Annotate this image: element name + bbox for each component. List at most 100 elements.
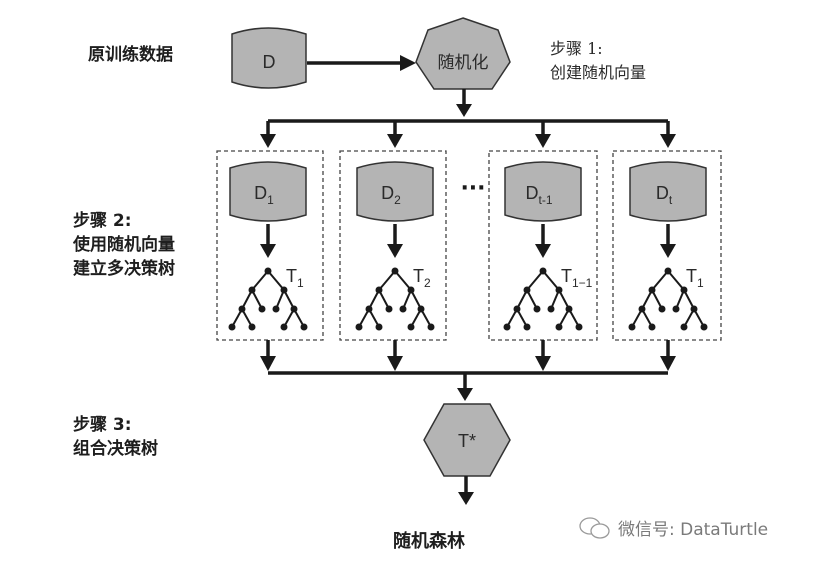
tree-edge bbox=[394, 270, 412, 291]
tree-node bbox=[523, 286, 531, 294]
decision-tree-icon bbox=[503, 267, 583, 331]
tree-edge bbox=[558, 289, 570, 310]
subset-data-sub: t bbox=[669, 193, 673, 207]
watermark: 微信号: DataTurtle bbox=[578, 515, 768, 540]
tree-node bbox=[672, 305, 680, 313]
arrowhead bbox=[660, 356, 676, 371]
subset-data-label: Dt-1 bbox=[525, 183, 552, 207]
tree-label: T1 bbox=[286, 266, 304, 290]
subset-data-node bbox=[356, 161, 434, 222]
decision-tree-icon bbox=[228, 267, 308, 331]
tree-node bbox=[427, 323, 435, 331]
subset-data-sub: t-1 bbox=[538, 193, 552, 207]
tree-node bbox=[523, 323, 531, 331]
tree-node bbox=[272, 305, 280, 313]
subset-data-sub: 1 bbox=[267, 193, 274, 207]
tree-edge bbox=[368, 289, 380, 310]
tree-edge bbox=[251, 289, 263, 310]
tree-node bbox=[700, 323, 708, 331]
tree-node bbox=[258, 305, 266, 313]
tree-node bbox=[385, 305, 393, 313]
tree-node bbox=[575, 323, 583, 331]
ellipsis: ··· bbox=[460, 176, 485, 201]
tree-edge bbox=[526, 289, 538, 310]
subset-data-label: D2 bbox=[381, 183, 401, 207]
tree-node bbox=[375, 323, 383, 331]
step3-desc: 组合决策树 bbox=[73, 439, 158, 459]
tree-node bbox=[248, 286, 256, 294]
decision-tree-icon bbox=[355, 267, 435, 331]
source-data-node: D bbox=[231, 27, 307, 89]
tree-label-base: T bbox=[561, 266, 572, 286]
source-data-label: 原训练数据 bbox=[88, 45, 173, 65]
tree-label-sub: 1−1 bbox=[572, 276, 593, 290]
tree-node bbox=[503, 323, 511, 331]
tree-node bbox=[638, 305, 646, 313]
subset-data-base: D bbox=[656, 183, 669, 203]
tree-edge bbox=[251, 270, 269, 291]
subset-column: Dt-1T1−1 bbox=[488, 121, 598, 371]
arrowhead bbox=[535, 134, 551, 148]
random-forest-label: 随机森林 bbox=[393, 531, 465, 552]
tree-label: T1−1 bbox=[561, 266, 593, 290]
subset-data-node bbox=[504, 161, 582, 222]
subset-data-label: Dt bbox=[656, 183, 673, 207]
tree-node bbox=[280, 286, 288, 294]
tree-edge bbox=[378, 270, 396, 291]
tree-edge bbox=[641, 289, 653, 310]
tree-label-sub: 1 bbox=[297, 276, 304, 290]
tree-label-base: T bbox=[686, 266, 697, 286]
tree-edge bbox=[651, 270, 669, 291]
arrowhead bbox=[387, 356, 403, 371]
subset-data-base: D bbox=[254, 183, 267, 203]
tree-edge bbox=[667, 270, 685, 291]
tree-edge bbox=[241, 289, 253, 310]
subset-box bbox=[216, 150, 324, 341]
tree-node bbox=[365, 305, 373, 313]
tree-label-base: T bbox=[286, 266, 297, 286]
randomize-text: 随机化 bbox=[438, 53, 489, 73]
step2-title: 步骤 2: bbox=[73, 211, 132, 231]
arrow-randomize-down bbox=[456, 89, 472, 117]
step1-title: 步骤 1: bbox=[550, 39, 603, 58]
subset-data-base: D bbox=[381, 183, 394, 203]
tree-node bbox=[547, 305, 555, 313]
tree-node bbox=[513, 305, 521, 313]
tree-node bbox=[533, 305, 541, 313]
tree-node bbox=[300, 323, 308, 331]
tree-node bbox=[248, 323, 256, 331]
subset-data-base: D bbox=[525, 183, 538, 203]
watermark-text: 微信号: DataTurtle bbox=[618, 520, 769, 540]
arrowhead bbox=[660, 244, 676, 258]
combined-tree-node: T* bbox=[423, 403, 511, 477]
subset-data-node bbox=[629, 161, 707, 222]
tree-node bbox=[407, 323, 415, 331]
tree-node bbox=[407, 286, 415, 294]
tree-edge bbox=[267, 270, 285, 291]
tree-node bbox=[690, 305, 698, 313]
tree-label: T1 bbox=[686, 266, 704, 290]
arrowhead bbox=[660, 134, 676, 148]
arrowhead bbox=[260, 356, 276, 371]
subset-box bbox=[339, 150, 447, 341]
subset-data-sub: 2 bbox=[394, 193, 401, 207]
tree-node bbox=[658, 305, 666, 313]
tree-node bbox=[680, 286, 688, 294]
tree-node bbox=[417, 305, 425, 313]
tree-node bbox=[664, 267, 672, 275]
tree-node bbox=[628, 323, 636, 331]
tree-edge bbox=[526, 270, 544, 291]
tree-edge bbox=[516, 289, 528, 310]
arrowhead bbox=[535, 356, 551, 371]
tree-node bbox=[238, 305, 246, 313]
arrow-data-to-randomize bbox=[307, 55, 416, 71]
tree-node bbox=[555, 323, 563, 331]
tree-node bbox=[648, 323, 656, 331]
source-data-text: D bbox=[263, 52, 276, 72]
decision-tree-icon bbox=[628, 267, 708, 331]
randomize-node: 随机化 bbox=[415, 17, 511, 90]
tree-edge bbox=[283, 289, 295, 310]
